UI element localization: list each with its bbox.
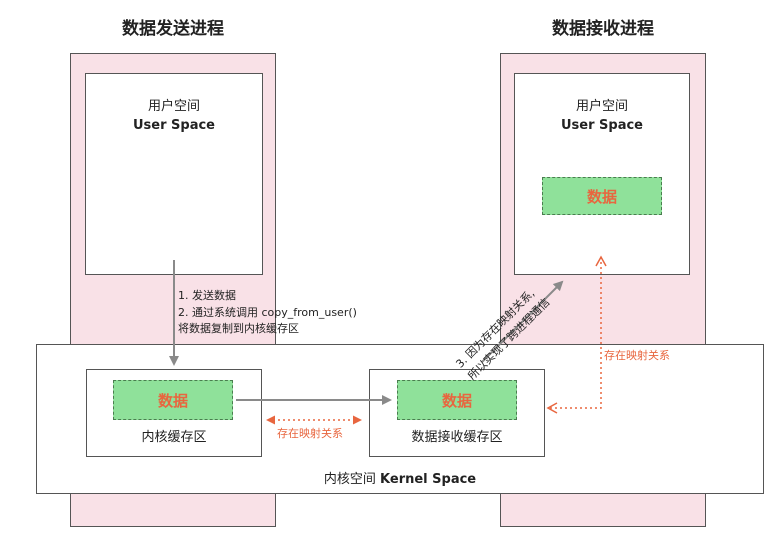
send-user-space-cn: 用户空间 bbox=[147, 99, 200, 114]
right-mapping-arrowhead-left bbox=[546, 402, 558, 414]
right-mapping-path bbox=[550, 258, 602, 409]
recv-buffer-caption: 数据接收缓存区 bbox=[411, 430, 503, 445]
recv-user-data: 数据 bbox=[542, 177, 662, 215]
recv-buffer-data: 数据 bbox=[397, 380, 517, 420]
send-user-space bbox=[85, 73, 263, 275]
right-mapping-label: 存在映射关系 bbox=[604, 349, 670, 362]
kernel-label-en: Kernel Space bbox=[380, 472, 477, 487]
bottom-mapping-label: 存在映射关系 bbox=[277, 427, 343, 440]
recv-process-title: 数据接收进程 bbox=[552, 19, 654, 39]
right-mapping-arrowhead-up bbox=[595, 255, 607, 267]
kernel-buffer-data: 数据 bbox=[113, 380, 233, 420]
kernel-space-label: 内核空间 Kernel Space bbox=[36, 470, 764, 490]
diagonal-arrow bbox=[481, 280, 564, 363]
send-process-title: 数据发送进程 bbox=[122, 19, 224, 39]
step1-text: 1. 发送数据 bbox=[178, 289, 236, 302]
recv-user-space-en: User Space bbox=[560, 118, 643, 133]
kernel-buffer-caption: 内核缓存区 bbox=[141, 430, 207, 445]
step2-text: 2. 通过系统调用 copy_from_user() bbox=[178, 306, 357, 319]
kernel-label-cn: 内核空间 bbox=[323, 472, 376, 487]
send-user-space-en: User Space bbox=[132, 118, 215, 133]
step2-cont-text: 将数据复制到内核缓存区 bbox=[178, 322, 299, 335]
recv-user-space bbox=[514, 73, 690, 275]
recv-user-space-cn: 用户空间 bbox=[575, 99, 628, 114]
